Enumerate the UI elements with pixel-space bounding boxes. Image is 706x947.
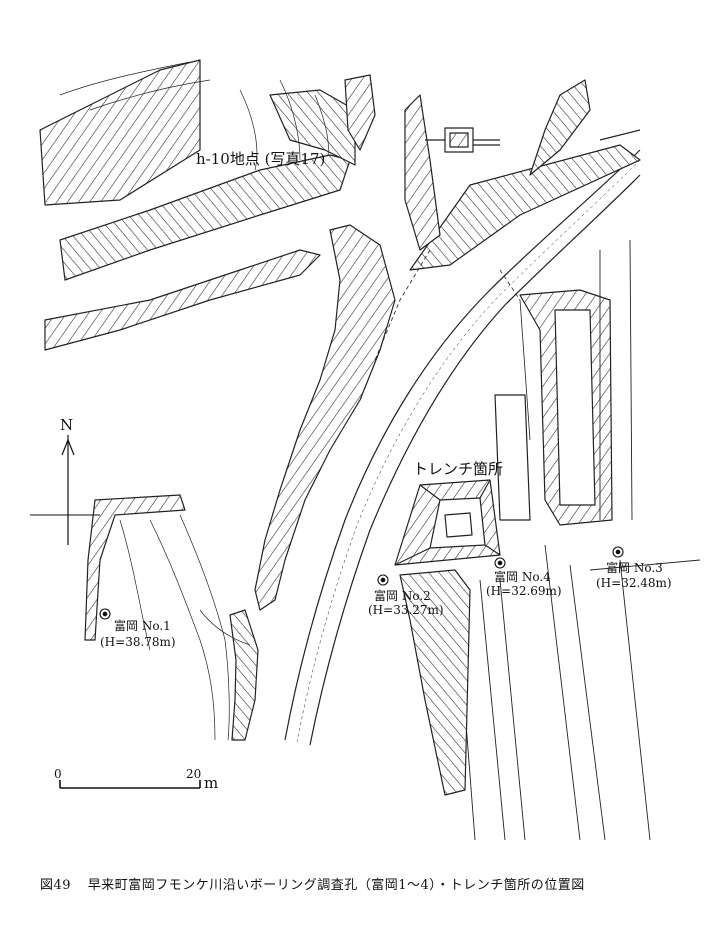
dashed-lines: [374, 249, 521, 361]
scale-start-label: 0: [54, 767, 62, 781]
borehole-1-marker: [99, 608, 111, 620]
north-arrow: [30, 435, 100, 545]
borehole-4-name: 富岡 No.4: [494, 570, 551, 584]
borehole-3-marker: [612, 546, 624, 558]
lower-embankment: [399, 569, 471, 796]
main-road: [284, 129, 641, 746]
field-lines: [454, 239, 701, 841]
scale-bar: [59, 780, 201, 789]
small-structure: [425, 127, 500, 153]
borehole-1-height: (H=38.78m): [100, 635, 176, 649]
contour-lines: [59, 61, 329, 171]
borehole-4-height: (H=32.69m): [486, 584, 562, 598]
site-label-h10: h-10地点 (写真17): [196, 150, 326, 168]
upper-slope-band: [39, 59, 376, 351]
borehole-4-marker: [494, 557, 506, 569]
scale-end-label: 20: [186, 767, 202, 781]
trench-area: [394, 479, 501, 566]
trench-label: トレンチ箇所: [413, 460, 504, 478]
borehole-2-name: 富岡 No.2: [374, 589, 431, 603]
scale-unit-label: m: [204, 774, 219, 792]
borehole-3-height: (H=32.48m): [596, 576, 672, 590]
figure-caption: 図49 早来町富岡フモンケ川沿いボーリング調査孔（富岡1〜4）・トレンチ箇所の位…: [40, 874, 585, 893]
borehole-2-height: (H=33.27m): [368, 603, 444, 617]
central-scarp: [229, 224, 396, 741]
road-side-scarp: [404, 79, 641, 271]
north-label: N: [60, 416, 74, 434]
borehole-2-marker: [377, 574, 389, 586]
figure-caption-text: 早来町富岡フモンケ川沿いボーリング調査孔（富岡1〜4）・トレンチ箇所の位置図: [87, 878, 585, 893]
borehole-markers: [99, 546, 624, 620]
right-embankments: [494, 289, 613, 526]
figure-number: 図49: [40, 878, 72, 893]
borehole-3-name: 富岡 No.3: [606, 561, 663, 575]
borehole-1-name: 富岡 No.1: [114, 619, 171, 633]
lower-left-scarp: [84, 494, 186, 641]
lower-left-contours: [119, 514, 251, 741]
